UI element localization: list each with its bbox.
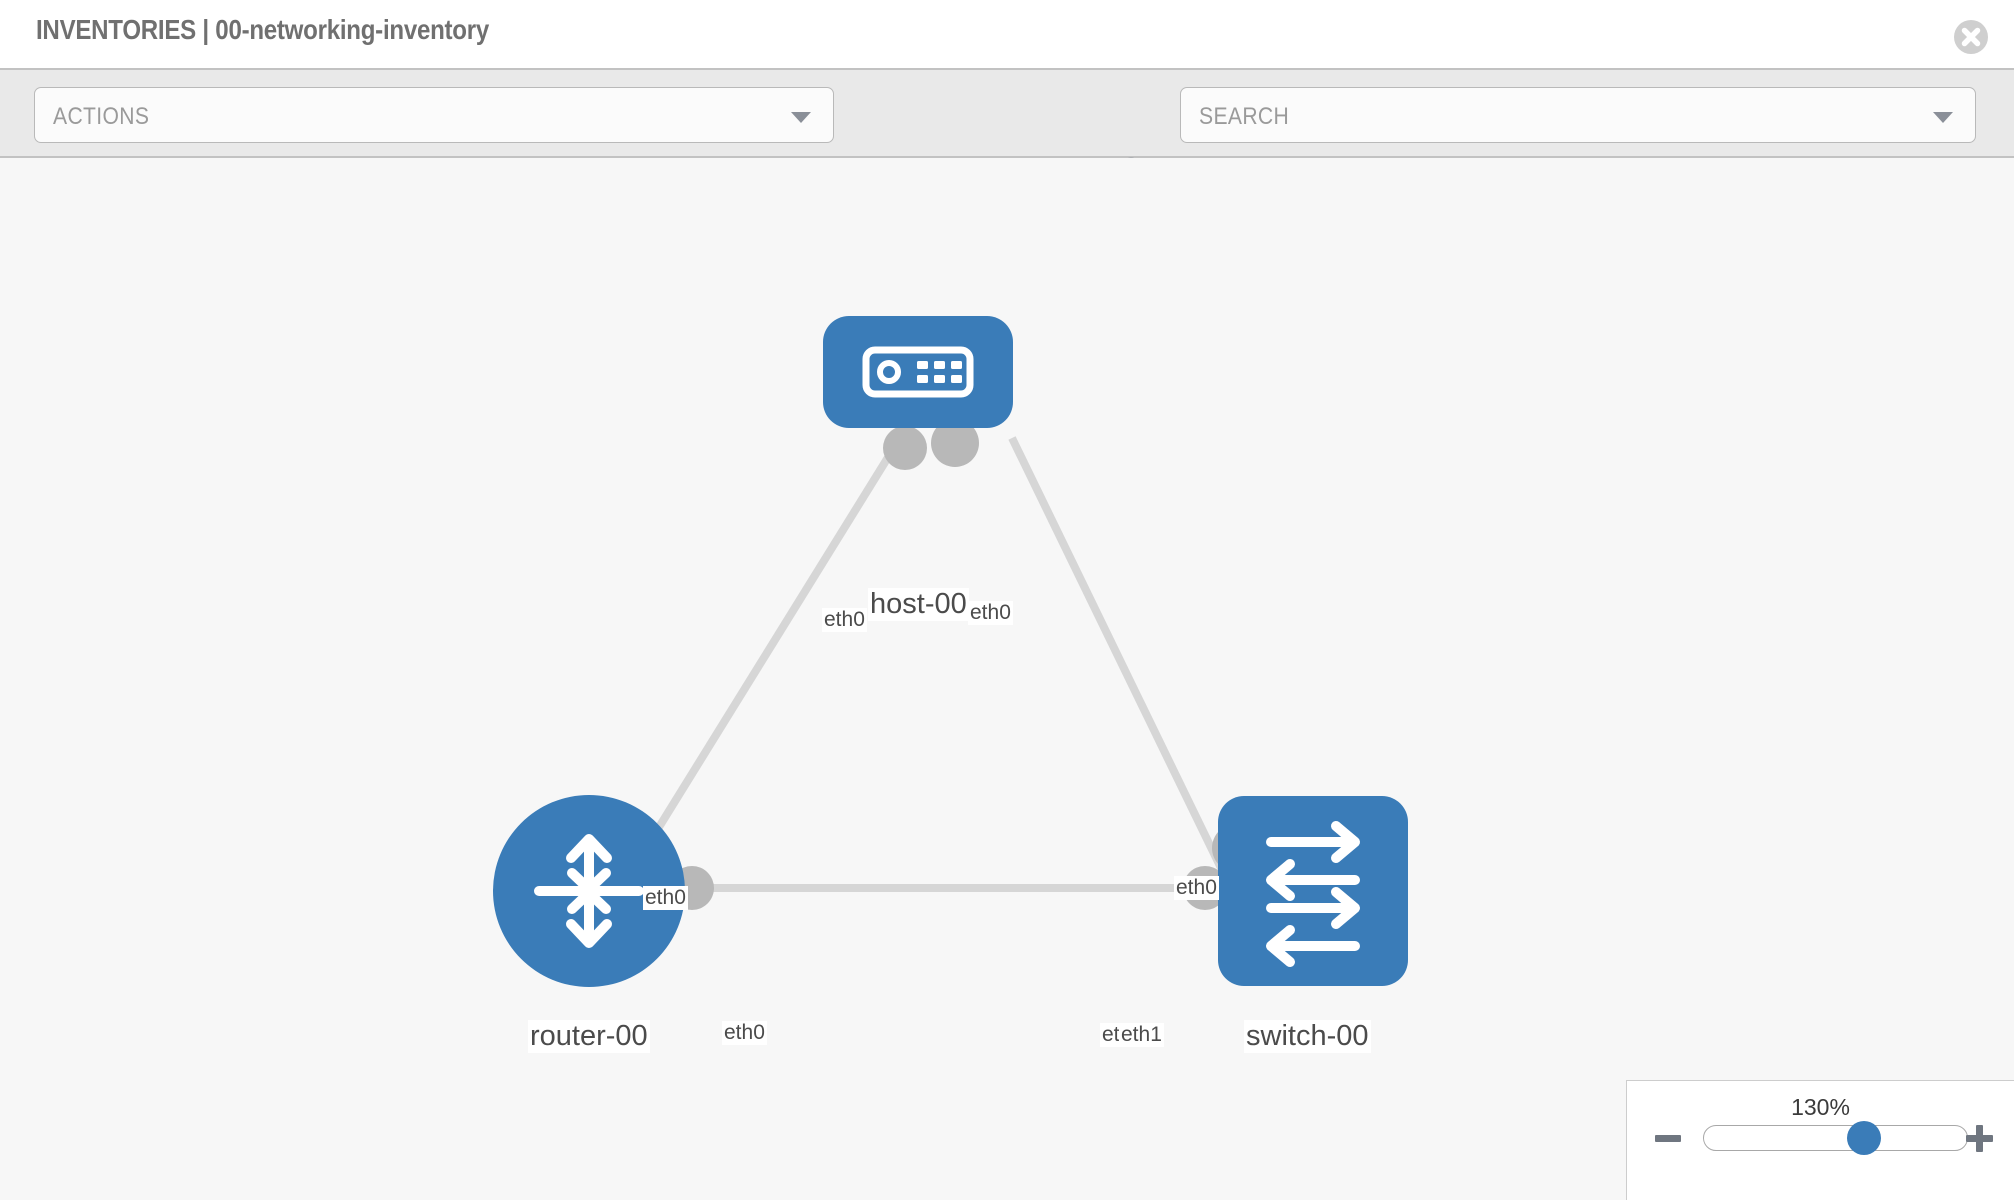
zoom-out-button[interactable] [1655,1135,1681,1142]
link-host-switch[interactable] [1008,436,1242,905]
topology-links [608,435,1242,906]
zoom-slider-thumb[interactable] [1847,1121,1882,1155]
toolbar: ACTIONS SEARCH [0,68,2014,201]
node-host-00[interactable] [823,316,1013,428]
zoom-in-button[interactable] [1966,1125,1993,1152]
search-input[interactable]: SEARCH [1180,87,1976,143]
close-icon[interactable] [1952,18,1990,56]
chevron-down-icon [791,112,811,123]
actions-dropdown[interactable]: ACTIONS [34,87,834,143]
node-label-host: host-00 [868,588,969,621]
node-router-00[interactable] [493,795,685,987]
search-placeholder: SEARCH [1199,103,1290,130]
port-label-host-left: eth0 [822,608,867,632]
node-label-switch: switch-00 [1244,1020,1371,1053]
port-host-left[interactable] [883,426,927,470]
actions-dropdown-label: ACTIONS [53,103,150,130]
zoom-control-panel: 130% [1626,1080,2014,1200]
topology-canvas[interactable]: host-00 eth0 eth0 router-00 eth0 eth0 sw… [0,158,2014,1200]
link-host-router[interactable] [608,435,904,906]
host-server-icon [862,346,974,398]
port-label-switch-left: eth1 [1119,1023,1164,1047]
zoom-slider[interactable] [1703,1121,1968,1155]
page-header: INVENTORIES | 00-networking-inventory [0,0,2014,68]
node-label-router: router-00 [528,1020,650,1053]
node-switch-00[interactable] [1218,796,1408,986]
router-arrows-icon [534,834,644,948]
page-title: INVENTORIES | 00-networking-inventory [36,14,490,45]
port-host-right[interactable] [931,419,979,467]
zoom-level-value: 130% [1791,1094,1850,1120]
switch-arrows-icon [1266,821,1360,967]
port-label-router-right: eth0 [722,1021,767,1045]
port-label-router-up: eth0 [643,886,688,910]
port-label-switch-up: eth0 [1174,876,1219,900]
port-label-host-right: eth0 [968,601,1013,625]
chevron-down-icon [1933,112,1953,123]
